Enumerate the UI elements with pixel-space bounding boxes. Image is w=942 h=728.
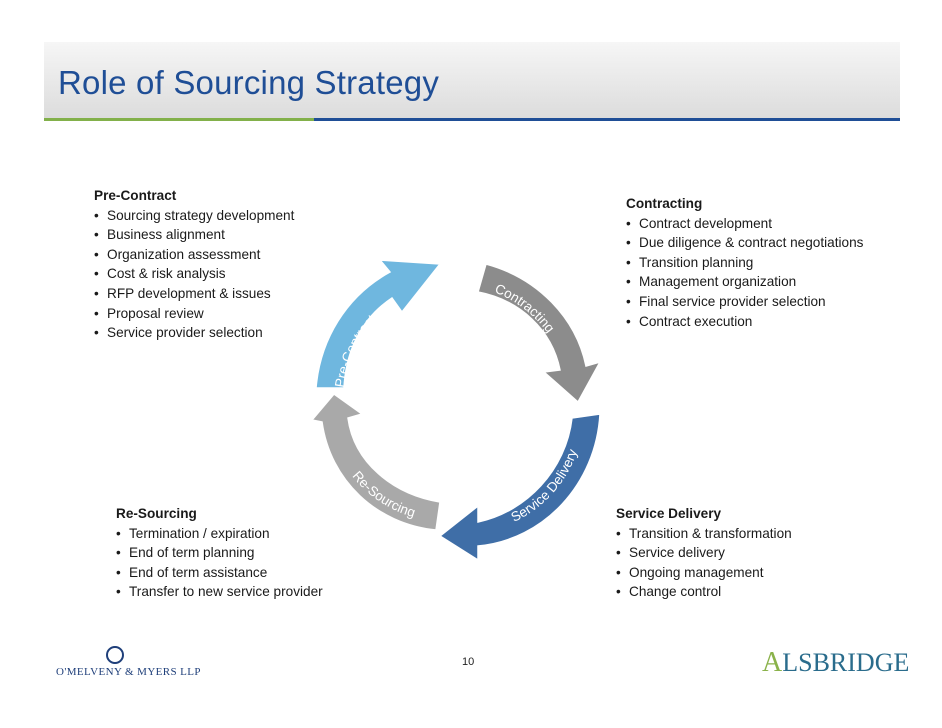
list-item: Due diligence & contract negotiations: [626, 233, 863, 253]
list-item: Ongoing management: [616, 563, 792, 583]
pre-contract-list: Sourcing strategy development Business a…: [94, 206, 294, 343]
title-underline-blue: [314, 118, 900, 121]
pre-contract-heading: Pre-Contract: [94, 188, 177, 203]
omelveny-logo-text: O'MELVENY & MYERS LLP: [56, 666, 201, 678]
omelveny-logo-ring-icon: [106, 646, 124, 664]
service-delivery-list: Transition & transformation Service deli…: [616, 524, 792, 602]
pre-contract-block: Pre-Contract Sourcing strategy developme…: [94, 186, 294, 343]
alsbridge-logo-text: LSBRIDGE: [782, 648, 910, 677]
list-item: Contract development: [626, 214, 863, 234]
service-delivery-heading: Service Delivery: [616, 506, 722, 521]
title-underline-green: [44, 118, 314, 121]
omelveny-logo: O'MELVENY & MYERS LLP: [56, 646, 201, 678]
title-bar: [44, 42, 900, 118]
page-number: 10: [462, 656, 475, 668]
list-item: Transition planning: [626, 253, 863, 273]
contracting-list: Contract development Due diligence & con…: [626, 214, 863, 332]
list-item: Final service provider selection: [626, 292, 863, 312]
list-item: RFP development & issues: [94, 284, 294, 304]
list-item: Service provider selection: [94, 323, 294, 343]
list-item: Organization assessment: [94, 245, 294, 265]
alsbridge-logo-initial: A: [762, 647, 783, 678]
list-item: End of term planning: [116, 543, 323, 563]
slide-title: Role of Sourcing Strategy: [58, 64, 440, 101]
list-item: Transition & transformation: [616, 524, 792, 544]
list-item: Contract execution: [626, 312, 863, 332]
list-item: End of term assistance: [116, 563, 323, 583]
list-item: Management organization: [626, 272, 863, 292]
list-item: Cost & risk analysis: [94, 264, 294, 284]
list-item: Termination / expiration: [116, 524, 323, 544]
service-delivery-block: Service Delivery Transition & transforma…: [616, 504, 792, 602]
service-delivery-arrow: [438, 413, 601, 562]
alsbridge-logo: ALSBRIDGE: [762, 647, 909, 679]
list-item: Sourcing strategy development: [94, 206, 294, 226]
contracting-heading: Contracting: [626, 196, 703, 211]
contracting-arrow: [477, 263, 602, 404]
list-item: Service delivery: [616, 543, 792, 563]
pre-contract-arrow: [315, 259, 442, 389]
list-item: Business alignment: [94, 225, 294, 245]
re-sourcing-list: Termination / expiration End of term pla…: [116, 524, 323, 602]
list-item: Change control: [616, 582, 792, 602]
re-sourcing-block: Re-Sourcing Termination / expiration End…: [116, 504, 323, 602]
contracting-block: Contracting Contract development Due dil…: [626, 194, 863, 331]
re-sourcing-arrow: [310, 392, 441, 531]
list-item: Transfer to new service provider: [116, 582, 323, 602]
re-sourcing-heading: Re-Sourcing: [116, 506, 197, 521]
list-item: Proposal review: [94, 304, 294, 324]
